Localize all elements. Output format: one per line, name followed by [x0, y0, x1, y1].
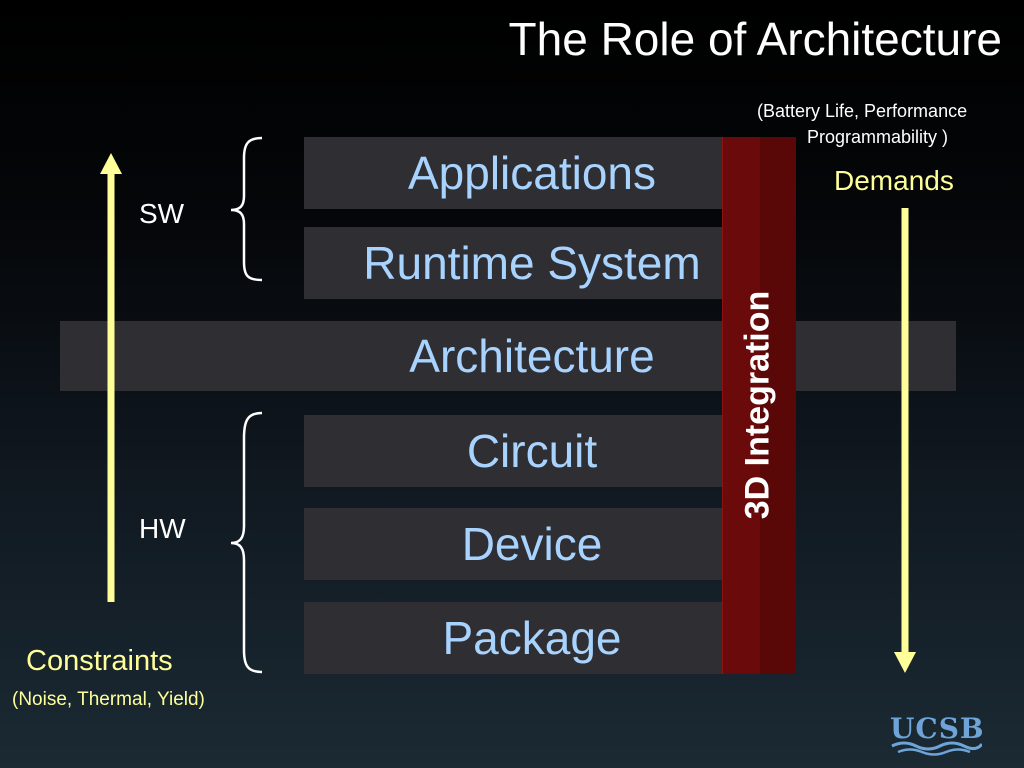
hw-brace — [230, 411, 263, 674]
3d-integration-bar — [722, 137, 796, 674]
sw-label: SW — [139, 198, 185, 229]
demands-label: Demands — [834, 165, 954, 196]
constraints-label: Constraints — [26, 645, 173, 677]
ucsb-wave-icon — [891, 741, 982, 756]
ucsb-logo: UCSB — [890, 712, 985, 758]
layer-circuit: Circuit — [304, 415, 760, 487]
demands-arrow-head — [894, 652, 916, 673]
layer-architecture: Architecture — [304, 321, 760, 391]
layer-device: Device — [304, 508, 760, 580]
demands-detail-line1: (Battery Life, Performance — [757, 101, 968, 121]
sw-brace — [230, 136, 263, 282]
demands-arrow — [894, 208, 916, 673]
constraints-detail: (Noise, Thermal, Yield) — [12, 689, 205, 710]
ucsb-logo-text: UCSB — [890, 712, 985, 745]
constraints-arrow-head — [100, 153, 122, 174]
layer-package: Package — [304, 602, 760, 674]
slide-title: The Role of Architecture — [508, 13, 1002, 65]
integration-bar-shade — [760, 137, 796, 674]
constraints-arrow — [100, 153, 122, 602]
layer-runtime-system: Runtime System — [304, 227, 760, 299]
layer-applications: Applications — [304, 137, 760, 209]
demands-detail-line2: Programmability ) — [807, 127, 949, 147]
hw-label: HW — [139, 513, 186, 544]
